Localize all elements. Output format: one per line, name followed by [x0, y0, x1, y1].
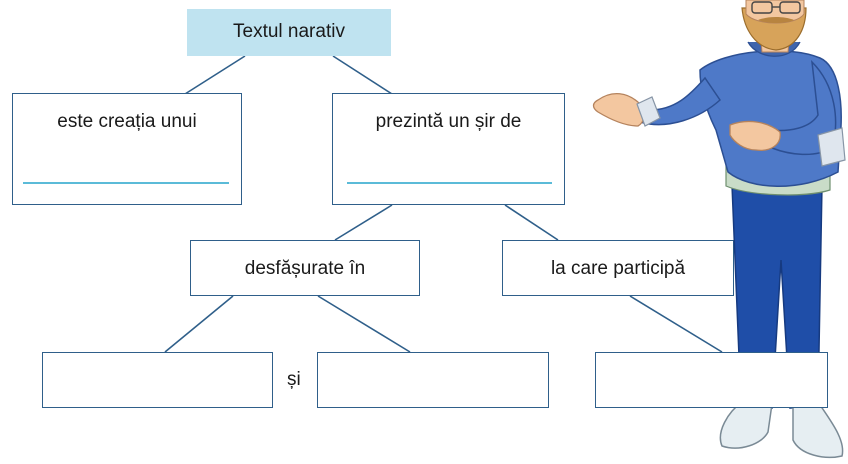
left-hand: [592, 93, 645, 127]
left-cuff: [636, 96, 661, 127]
unfolding-box: desfășurate în: [190, 240, 420, 296]
connector-desf-left: [164, 295, 234, 353]
events-label: prezintă un șir de: [375, 111, 522, 132]
right-hand: [729, 120, 781, 151]
glasses: [751, 1, 801, 14]
unfolding-label: desfășurate în: [244, 258, 366, 279]
author-label: este creația unui: [57, 111, 197, 132]
participants-answer-box[interactable]: [595, 352, 828, 408]
connector-root-right: [332, 55, 393, 95]
participants-label: la care participă: [550, 258, 686, 279]
author-box: este creația unui: [12, 93, 242, 205]
right-arm: [769, 59, 837, 156]
participants-box: la care participă: [502, 240, 734, 296]
right-shoe: [792, 401, 844, 459]
and-connector-text: și: [287, 369, 301, 390]
author-answer-line[interactable]: [23, 182, 229, 184]
left-shoe: [719, 401, 773, 449]
title-box: Textul narativ: [187, 9, 391, 56]
teacher-character-icon: [592, 0, 846, 459]
connector-mid-left: [334, 204, 393, 241]
time-answer-box[interactable]: [317, 352, 549, 408]
connector-part-down: [629, 295, 723, 353]
connector-mid-right: [504, 204, 559, 241]
mustache: [758, 17, 794, 23]
title-label: Textul narativ: [233, 21, 345, 42]
connector-root-left: [184, 55, 246, 95]
events-answer-line[interactable]: [347, 182, 552, 184]
connector-desf-right: [317, 295, 411, 353]
right-cuff: [817, 127, 846, 167]
events-box: prezintă un șir de: [332, 93, 565, 205]
place-answer-box[interactable]: [42, 352, 273, 408]
